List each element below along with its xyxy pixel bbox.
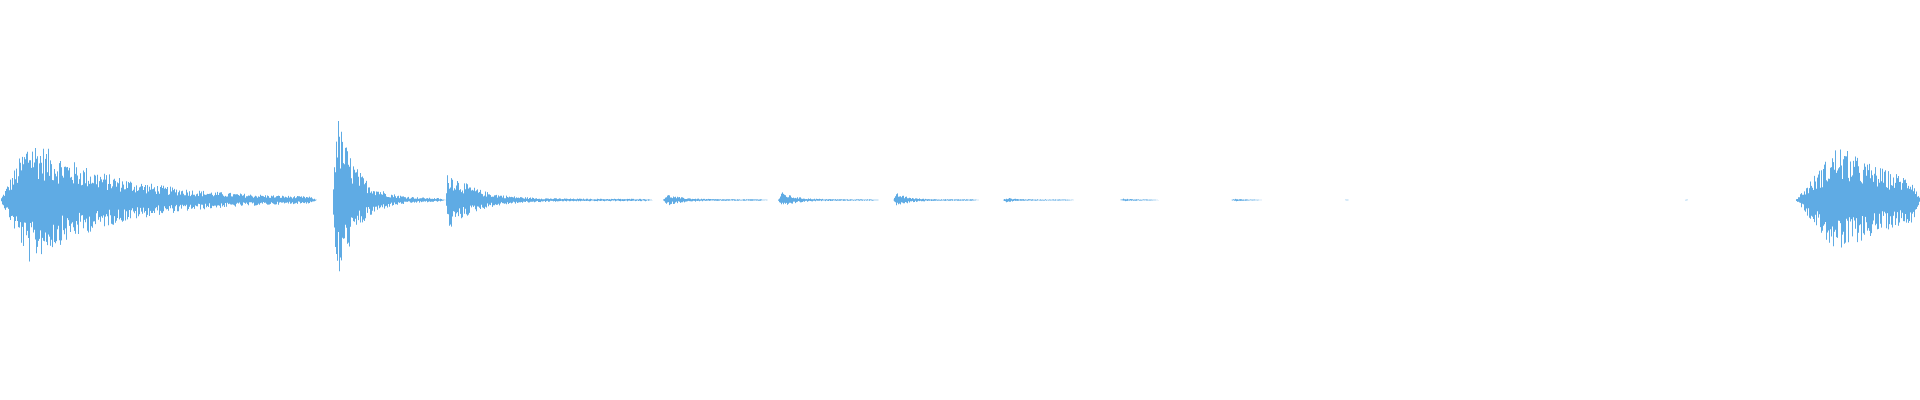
waveform-trace bbox=[1, 121, 1920, 272]
